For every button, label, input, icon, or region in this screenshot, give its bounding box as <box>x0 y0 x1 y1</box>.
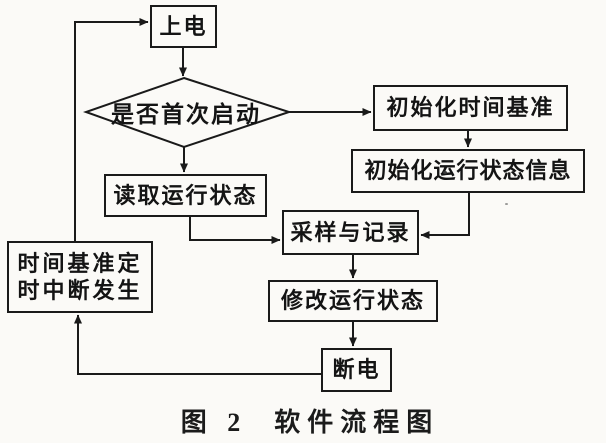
node-init-run-state-info: 初始化运行状态信息 <box>351 149 585 193</box>
node-read-run-state: 读取运行状态 <box>104 174 267 217</box>
node-init-time-base: 初始化时间基准 <box>373 85 568 131</box>
node-power-off: 断电 <box>321 348 392 392</box>
ink-speck <box>443 171 447 174</box>
connector-poweroff-to-timer <box>74 314 321 375</box>
node-first-start-decision: 是否首次启动 <box>111 102 261 127</box>
connector-initstate-to-sample <box>420 193 470 239</box>
figure-caption: 图 2 软件流程图 <box>180 407 440 437</box>
node-modify-run-state: 修改运行状态 <box>268 280 438 322</box>
node-power-on: 上电 <box>150 5 217 48</box>
node-sample-and-record: 采样与记录 <box>282 210 419 255</box>
ink-speck <box>505 203 508 205</box>
node-timer-interrupt: 时间基准定 时中断发生 <box>7 241 153 313</box>
connector-timer-to-poweron <box>74 18 149 241</box>
connector-readstate-to-sample <box>189 217 281 244</box>
